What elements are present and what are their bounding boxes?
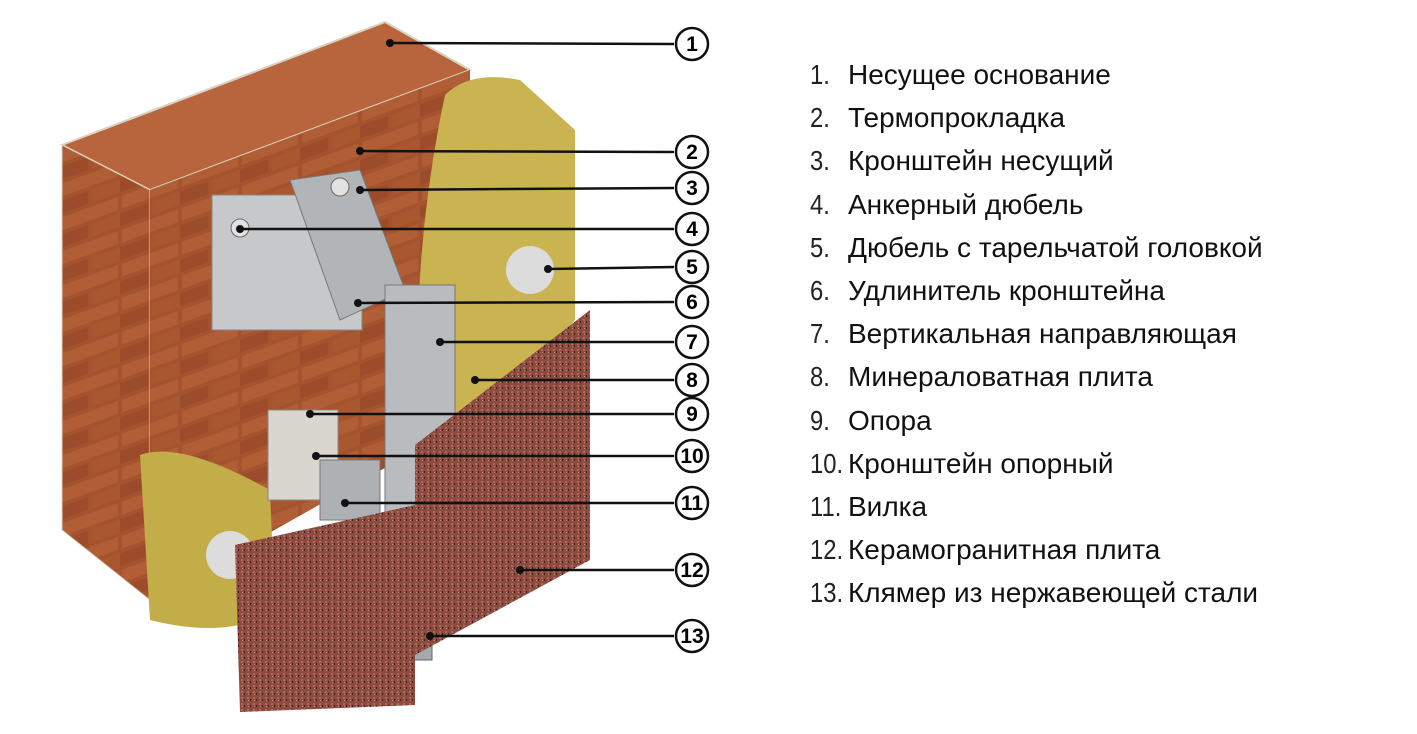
legend-label: Кронштейн несущий bbox=[848, 145, 1114, 177]
legend-label: Вертикальная направляющая bbox=[848, 318, 1237, 350]
legend-label: Кронштейн опорный bbox=[848, 447, 1114, 479]
legend-label: Термопрокладка bbox=[848, 102, 1066, 134]
callout-dot bbox=[436, 338, 444, 346]
callout-number: 7 bbox=[686, 331, 698, 354]
callout-dot bbox=[306, 410, 314, 418]
callout-dot bbox=[471, 376, 479, 384]
callout-number: 8 bbox=[686, 369, 698, 392]
disc-dowel-upper bbox=[506, 246, 554, 294]
callout-dot bbox=[426, 632, 434, 640]
callout-circle bbox=[674, 438, 710, 474]
legend-label: Дюбель с тарельчатой головкой bbox=[848, 231, 1263, 263]
legend-number: 1. bbox=[810, 59, 830, 90]
callout-circle bbox=[674, 249, 710, 285]
callout-circle bbox=[674, 362, 710, 398]
callout-number: 12 bbox=[680, 559, 703, 582]
callout-line bbox=[359, 149, 675, 154]
legend-label: Несущее основание bbox=[848, 59, 1111, 90]
legend-number: 5. bbox=[810, 231, 830, 263]
callout-circle bbox=[674, 211, 710, 247]
legend-item: 11.Вилка bbox=[810, 490, 1263, 533]
legend-number: 3. bbox=[810, 145, 830, 177]
legend-number: 9. bbox=[810, 404, 830, 436]
callout-dot bbox=[544, 265, 552, 273]
legend-item: 1. Несущее основание bbox=[810, 58, 1263, 101]
callout-line bbox=[547, 265, 675, 271]
legend-item: 9. Опора bbox=[810, 404, 1263, 447]
callout-dot bbox=[356, 186, 364, 194]
callout-circle bbox=[674, 396, 710, 432]
callout-dot bbox=[236, 225, 244, 233]
callout-circle bbox=[674, 324, 710, 360]
legend-number: 6. bbox=[810, 274, 830, 306]
legend-item: 4. Анкерный дюбель bbox=[810, 188, 1263, 231]
callout-circle bbox=[674, 552, 710, 588]
legend-label: Анкерный дюбель bbox=[848, 188, 1084, 220]
callout-number: 9 bbox=[686, 403, 698, 426]
legend-label: Удлинитель кронштейна bbox=[848, 274, 1165, 306]
callout-number: 3 bbox=[686, 177, 698, 200]
callout-circle bbox=[674, 134, 710, 170]
legend-label: Керамогранитная плита bbox=[848, 534, 1161, 566]
legend-item: 3. Кронштейн несущий bbox=[810, 144, 1263, 187]
callout-dot bbox=[356, 147, 364, 155]
legend-label: Минераловатная плита bbox=[848, 361, 1153, 393]
legend-list: 1. Несущее основание 2. Термопрокладка 3. К… bbox=[810, 58, 1263, 619]
callout-dot bbox=[386, 39, 394, 47]
callout-circle bbox=[674, 26, 710, 62]
callout-number: 10 bbox=[680, 445, 703, 468]
legend-item: 7. Вертикальная направляющая bbox=[810, 317, 1263, 360]
callout-dot bbox=[341, 499, 349, 507]
legend-number: 10. bbox=[810, 447, 844, 479]
legend-number: 13. bbox=[810, 577, 844, 609]
callout-line bbox=[357, 300, 675, 305]
callout-number: 6 bbox=[686, 291, 698, 314]
callout-circle bbox=[674, 618, 710, 654]
legend-item: 8. Минераловатная плита bbox=[810, 360, 1263, 403]
callout-number: 11 bbox=[681, 492, 704, 515]
legend-label: Вилка bbox=[848, 490, 928, 522]
legend-label: Опора bbox=[848, 404, 932, 436]
callout-dot bbox=[312, 452, 320, 460]
callout-number: 13 bbox=[680, 625, 703, 648]
callout-circle bbox=[674, 284, 710, 320]
legend-item: 2. Термопрокладка bbox=[810, 101, 1263, 144]
legend-item: 13.Клямер из нержавеющей стали bbox=[810, 576, 1263, 619]
legend-number: 4. bbox=[810, 188, 830, 220]
legend-number: 7. bbox=[810, 318, 830, 350]
legend-item: 12.Керамогранитная плита bbox=[810, 533, 1263, 576]
legend-item: 6. Удлинитель кронштейна bbox=[810, 274, 1263, 317]
callout-dot bbox=[354, 299, 362, 307]
legend-number: 11. bbox=[810, 490, 842, 522]
legend-number: 12. bbox=[810, 534, 844, 566]
callout-line bbox=[359, 186, 675, 192]
callout-circle bbox=[674, 170, 710, 206]
callout-number: 2 bbox=[686, 141, 698, 164]
callout-dot bbox=[516, 566, 524, 574]
legend-number: 2. bbox=[810, 102, 830, 134]
legend-label: Клямер из нержавеющей стали bbox=[848, 577, 1259, 609]
callout-number: 4 bbox=[686, 218, 698, 241]
callout-number: 1 bbox=[686, 33, 698, 56]
legend-item: 10.Кронштейн опорный bbox=[810, 447, 1263, 490]
legend-number: 8. bbox=[810, 361, 830, 393]
callout-number: 5 bbox=[686, 256, 698, 279]
legend-item: 5. Дюбель с тарельчатой головкой bbox=[810, 231, 1263, 274]
callout-line bbox=[389, 41, 675, 46]
callout-circle bbox=[674, 485, 710, 521]
